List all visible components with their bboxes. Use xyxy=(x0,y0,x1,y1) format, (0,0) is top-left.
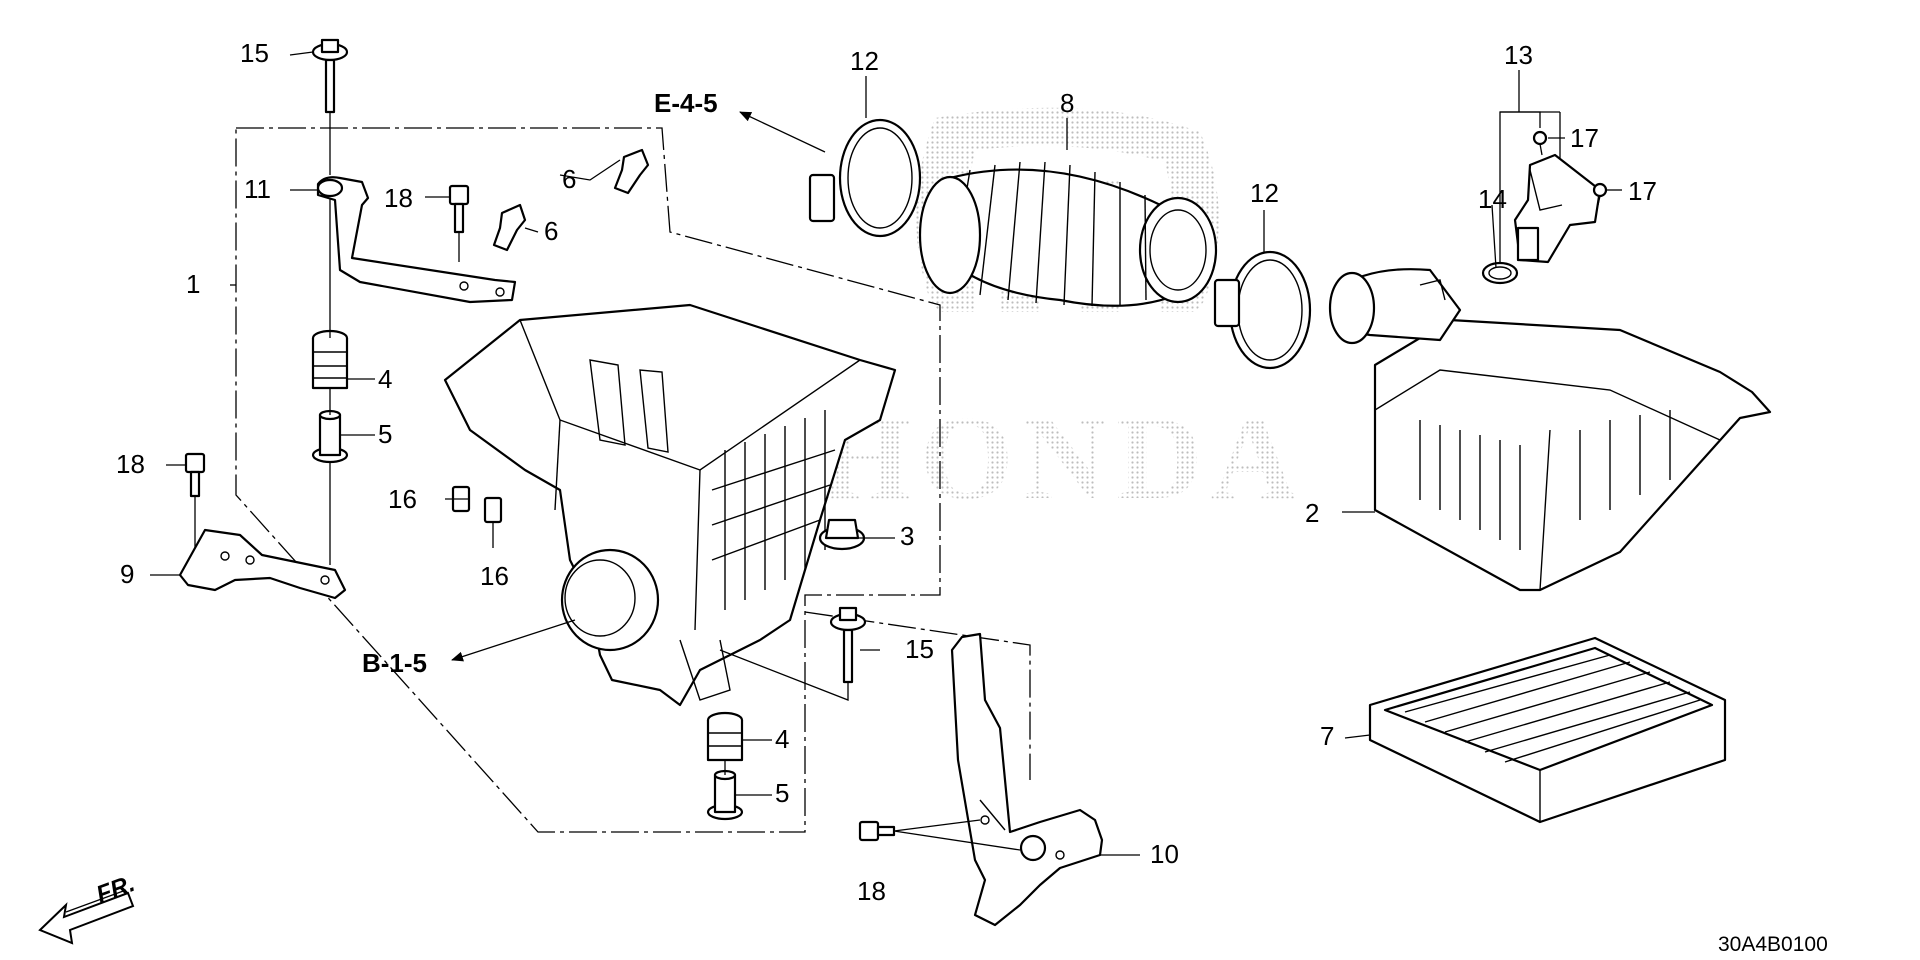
air-cleaner-case xyxy=(443,303,897,707)
rubber-mount-4-upper xyxy=(311,329,349,390)
callout-14: 14 xyxy=(1478,184,1507,214)
tube-end-front xyxy=(1138,196,1218,304)
band-clamp-upper xyxy=(808,118,922,238)
callout-4-lower: 4 xyxy=(775,724,789,754)
callout-15-upper: 15 xyxy=(240,38,269,68)
callout-2: 2 xyxy=(1305,498,1319,528)
watermark-text: HONDA xyxy=(819,391,1306,524)
callout-9: 9 xyxy=(120,559,134,589)
reference-link-lower[interactable]: B-1-5 xyxy=(362,648,427,678)
bolt-18-lower xyxy=(858,820,896,842)
callout-labels: 1 2 3 4 4 5 5 6 6 7 8 9 10 11 12 12 13 1… xyxy=(116,38,1657,906)
callout-6-lower: 6 xyxy=(544,216,558,246)
screw-17-a xyxy=(1532,130,1548,156)
callout-8: 8 xyxy=(1060,88,1074,118)
band-clamp-lower xyxy=(1213,250,1312,370)
callout-10: 10 xyxy=(1150,839,1179,869)
callout-11: 11 xyxy=(244,174,271,204)
callout-18-a: 18 xyxy=(384,183,413,213)
callout-13: 13 xyxy=(1504,40,1533,70)
collar-5-upper xyxy=(311,409,349,464)
callout-15-lower: 15 xyxy=(905,634,934,664)
callout-16-b: 16 xyxy=(480,561,509,591)
assembly-outline-10 xyxy=(804,611,1031,780)
callout-17-b: 17 xyxy=(1628,176,1657,206)
callout-18-c: 18 xyxy=(857,876,886,906)
case-outlet-duct xyxy=(560,548,660,652)
air-flow-sensor xyxy=(1513,153,1602,264)
callout-3: 3 xyxy=(900,521,914,551)
assembly-outline-1 xyxy=(235,127,941,833)
air-filter-element xyxy=(1368,636,1727,824)
intake-tube xyxy=(918,161,1218,307)
grommet-3 xyxy=(818,518,866,551)
nut-16-b xyxy=(483,496,503,524)
diagram-code: 30A4B0100 xyxy=(1718,933,1828,956)
reference-link-upper[interactable]: E-4-5 xyxy=(654,88,718,118)
callout-12-lower: 12 xyxy=(1250,178,1279,208)
cover-ribs xyxy=(1419,410,1671,550)
bolt-15-upper xyxy=(311,38,349,114)
bolt-15-lower xyxy=(829,606,867,684)
callout-18-b: 18 xyxy=(116,449,145,479)
clip-6-lower xyxy=(492,203,527,252)
callout-4-upper: 4 xyxy=(378,364,392,394)
callout-1: 1 xyxy=(186,269,200,299)
bracket-11 xyxy=(316,176,517,304)
callout-5-upper: 5 xyxy=(378,419,392,449)
bolt-18-left xyxy=(184,452,206,498)
bracket-9 xyxy=(178,528,347,600)
bracket-10 xyxy=(950,632,1104,927)
callout-17-a: 17 xyxy=(1570,123,1599,153)
callout-7: 7 xyxy=(1320,721,1334,751)
clip-6-upper xyxy=(613,148,650,195)
sensor-o-ring xyxy=(1481,261,1519,285)
air-cleaner-cover xyxy=(1328,268,1772,592)
rubber-mount-4-lower xyxy=(706,711,744,762)
collar-5-lower xyxy=(706,769,744,821)
callout-5-lower: 5 xyxy=(775,778,789,808)
front-direction-indicator: FR. xyxy=(38,870,138,945)
leader-lines xyxy=(150,51,1622,856)
callout-16-a: 16 xyxy=(388,484,417,514)
bolt-18-upper xyxy=(448,184,470,234)
callout-12-upper: 12 xyxy=(850,46,879,76)
callout-6-upper: 6 xyxy=(562,164,576,194)
case-ribs xyxy=(711,410,836,610)
